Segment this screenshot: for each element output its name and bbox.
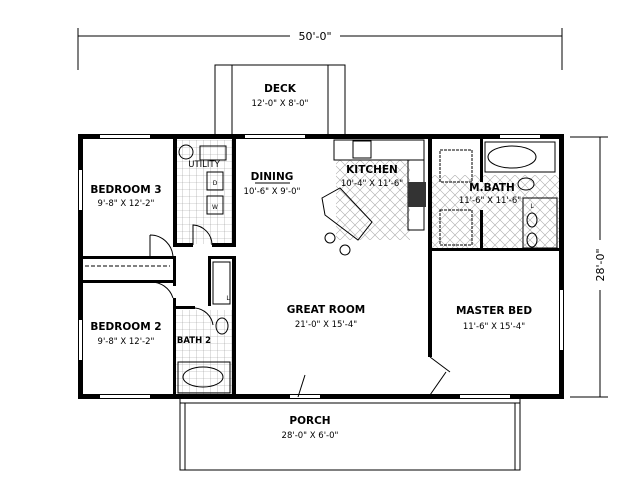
bath2-linen-label: L xyxy=(226,295,230,302)
bath2-tile xyxy=(176,310,232,395)
kitchen-counters xyxy=(321,139,426,256)
utility-tile xyxy=(176,140,234,244)
dining-size: 10'-6" X 9'-0" xyxy=(244,187,301,197)
mbath-tile xyxy=(432,175,560,248)
dining-label: DINING xyxy=(251,171,294,183)
interior-walls xyxy=(78,137,562,398)
great-room-size: 21'-0" X 15'-4" xyxy=(295,320,357,330)
doors xyxy=(149,224,451,398)
utility-label: UTILITY xyxy=(188,160,220,170)
depth-dimension: 28'-0" xyxy=(570,136,608,398)
bedroom3-size: 9'-8" X 12'-2" xyxy=(98,199,155,209)
master-bed-label: MASTER BED xyxy=(456,305,532,317)
porch-size: 28'-0" X 6'-0" xyxy=(282,431,339,441)
mbath-linen-label: L xyxy=(530,203,534,210)
mbath-fixtures xyxy=(439,141,558,249)
kitchen-label: KITCHEN xyxy=(346,164,398,176)
master-bed-size: 11'-6" X 15'-4" xyxy=(463,322,525,332)
mbath-size: 11'-6" X 11'-6" xyxy=(459,196,521,206)
bath2-sink-icon xyxy=(215,317,229,335)
depth-label: 28'-0" xyxy=(594,248,607,281)
deck: DECK 12'-0" X 8'-0" xyxy=(214,64,346,137)
bath2-label: BATH 2 xyxy=(177,336,211,346)
porch-label: PORCH xyxy=(289,415,330,427)
kitchen-tile xyxy=(336,160,410,240)
kitchen-size: 10'-4" X 11'-6" xyxy=(341,179,403,189)
bath2-tub xyxy=(177,361,231,394)
bedroom2-size: 9'-8" X 12'-2" xyxy=(98,337,155,347)
dryer-icon xyxy=(206,171,224,191)
exterior-walls xyxy=(78,134,564,399)
bedroom2-label: BEDROOM 2 xyxy=(90,321,161,333)
width-dimension: 50'-0" xyxy=(77,28,563,70)
dryer-label: D xyxy=(213,180,218,187)
great-room-label: GREAT ROOM xyxy=(287,304,365,316)
water-heater-icon xyxy=(178,144,194,160)
porch: PORCH 28'-0" X 6'-0" xyxy=(179,397,521,471)
mbath-label: M.BATH xyxy=(469,182,515,194)
washer-icon xyxy=(206,195,224,215)
deck-label: DECK xyxy=(264,83,297,95)
sink-icon xyxy=(199,145,227,161)
width-label: 50'-0" xyxy=(298,30,331,43)
bedroom3-label: BEDROOM 3 xyxy=(90,184,161,196)
bath2-linen-closet xyxy=(212,261,231,305)
washer-label: W xyxy=(212,204,218,211)
deck-size: 12'-0" X 8'-0" xyxy=(252,99,309,109)
